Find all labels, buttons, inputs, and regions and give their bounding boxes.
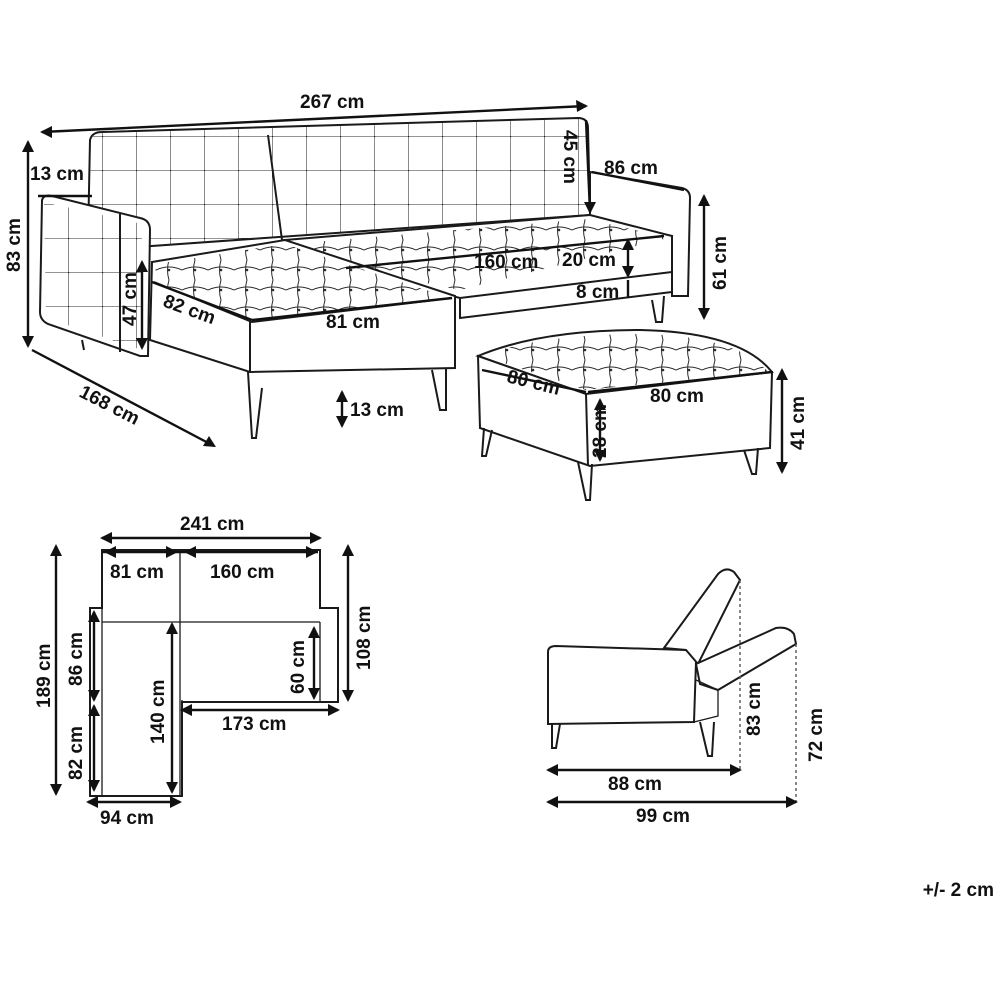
plan-label-width-total: 241 cm	[180, 514, 244, 535]
label-ottoman-cushion: 28 cm	[590, 404, 611, 458]
plan-label-chaise-width-bottom: 94 cm	[100, 808, 154, 829]
label-seat-cushion: 20 cm	[562, 250, 616, 271]
arm-tufting	[44, 202, 142, 350]
ottoman	[475, 328, 774, 501]
sofa-leg-front-right	[431, 368, 447, 411]
plan-label-main-width: 160 cm	[210, 562, 274, 583]
side-label-seated-depth: 88 cm	[608, 774, 662, 795]
label-seat-width: 160 cm	[474, 252, 538, 273]
sofa-leg-back-right	[651, 295, 665, 323]
label-ground-clearance: 8 cm	[576, 282, 619, 303]
label-total-depth: 168 cm	[76, 382, 143, 430]
side-seat	[547, 644, 698, 726]
label-total-width: 267 cm	[300, 92, 364, 113]
sofa-right-arm	[589, 170, 692, 297]
side-label-bed-depth: 99 cm	[636, 806, 690, 827]
ottoman-leg-1	[480, 427, 493, 457]
side-leg-back	[699, 721, 715, 757]
sofa-leg-back-left	[81, 339, 85, 351]
side-back-upright	[662, 568, 742, 666]
label-backrest-height: 45 cm	[559, 130, 580, 184]
label-side-height: 61 cm	[710, 236, 731, 290]
ottoman-corner	[585, 393, 589, 467]
side-label-reclined-height: 72 cm	[806, 708, 827, 762]
label-arm-depth: 86 cm	[604, 158, 658, 179]
plan-label-chaise-inner: 86 cm	[66, 632, 87, 686]
plan-label-main-depth: 60 cm	[288, 640, 309, 694]
seat-front	[459, 291, 673, 320]
plan-label-chaise-width: 81 cm	[110, 562, 164, 583]
chaise-tufting	[154, 244, 450, 322]
ottoman-leg-3	[743, 447, 759, 475]
plan-view: 241 cm 81 cm 160 cm 189 cm 86 cm 82 cm 1…	[34, 514, 375, 829]
side-hinge	[693, 679, 719, 723]
side-back-reclined	[694, 626, 798, 692]
label-chaise-width: 81 cm	[326, 312, 380, 333]
plan-label-seat-length: 173 cm	[222, 714, 286, 735]
label-ottoman-width: 80 cm	[650, 386, 704, 407]
sofa-perspective	[38, 116, 692, 439]
ottoman-leg-2	[577, 461, 593, 501]
side-label-upright-height: 83 cm	[744, 682, 765, 736]
plan-label-depth-total: 189 cm	[34, 644, 55, 708]
plan-label-chaise-length: 140 cm	[148, 680, 169, 744]
tolerance-note: +/- 2 cm	[922, 880, 994, 901]
label-ottoman-height: 41 cm	[788, 396, 809, 450]
plan-label-right-depth: 108 cm	[354, 606, 375, 670]
backrest-seam	[267, 134, 283, 241]
label-leg-height: 13 cm	[350, 400, 404, 421]
label-armrest-width: 13 cm	[30, 164, 84, 185]
backrest-tufting	[88, 118, 590, 250]
sofa-leg-front-left	[247, 371, 263, 439]
plan-label-chaise-outer: 82 cm	[66, 726, 87, 780]
side-view: 88 cm 99 cm 83 cm 72 cm	[546, 568, 827, 827]
ottoman-tufting	[482, 334, 768, 390]
label-total-height: 83 cm	[4, 218, 25, 272]
label-seat-height: 47 cm	[120, 272, 141, 326]
side-leg-front	[551, 723, 561, 749]
